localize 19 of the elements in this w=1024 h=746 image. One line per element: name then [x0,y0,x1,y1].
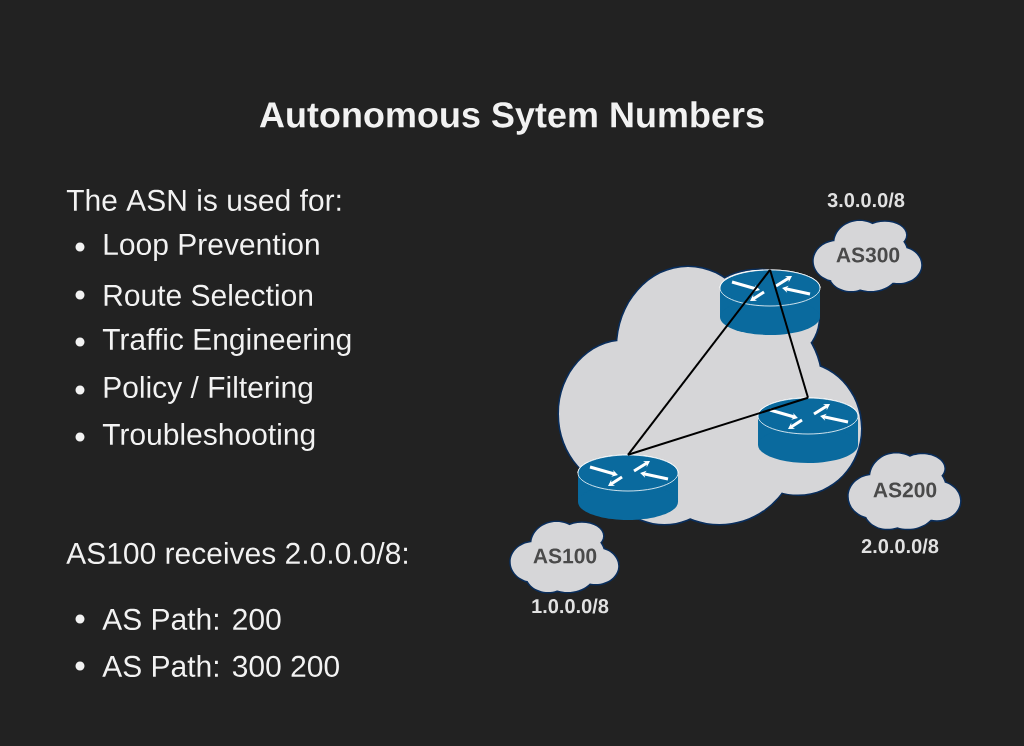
prefix-label: 2.0.0.0/8 [861,538,939,554]
text-line: AS Path: 300 200 [102,655,339,678]
prefix-label: 1.0.0.0/8 [532,598,609,614]
text-line: Policy / Filtering [104,376,312,404]
text-line: Traffic Engineering [102,328,351,356]
text-line: Troubleshooting [102,423,315,451]
text-line: AS Path: 200 [102,608,281,631]
text-line: Route Selection [104,284,312,306]
title: Autonomous Sytem Numbers [259,101,764,135]
link-line [627,396,809,456]
text-line: The ASN is used for: [66,189,341,211]
link-line [769,268,809,399]
router [719,269,821,335]
router [757,397,859,463]
router [577,454,679,520]
text-line: AS100 receives 2.0.0.0/8: [66,542,407,565]
link-line [627,268,771,456]
text-line: Loop Prevention [104,233,319,261]
prefix-label: 3.0.0.0/8 [827,192,905,208]
